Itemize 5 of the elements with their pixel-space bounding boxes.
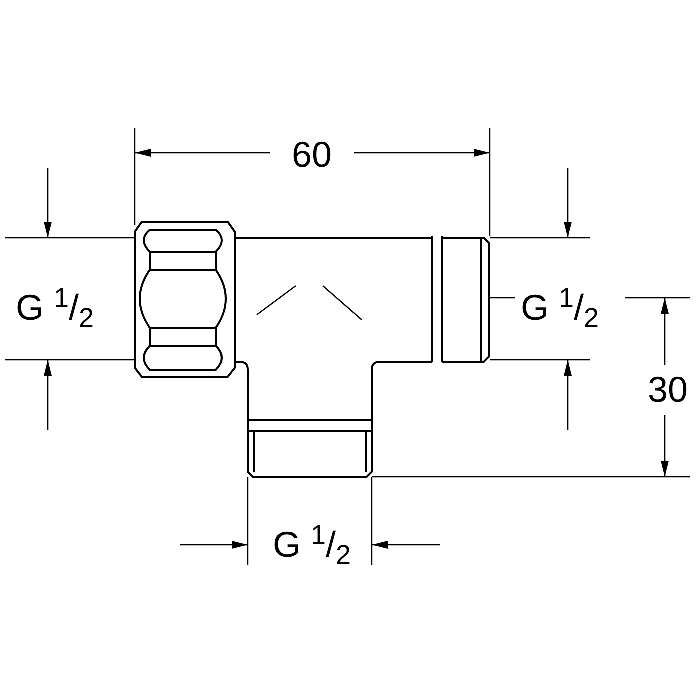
dimension-label: G $^{1}$/$_{2}$ [520, 290, 600, 326]
dimension-label: G $^{1}$/$_{2}$ [16, 290, 94, 326]
dimension-label: 60 [292, 137, 332, 173]
dimension-label: 30 [648, 372, 688, 408]
dimension-label: G $^{1}$/$_{2}$ [272, 527, 352, 563]
